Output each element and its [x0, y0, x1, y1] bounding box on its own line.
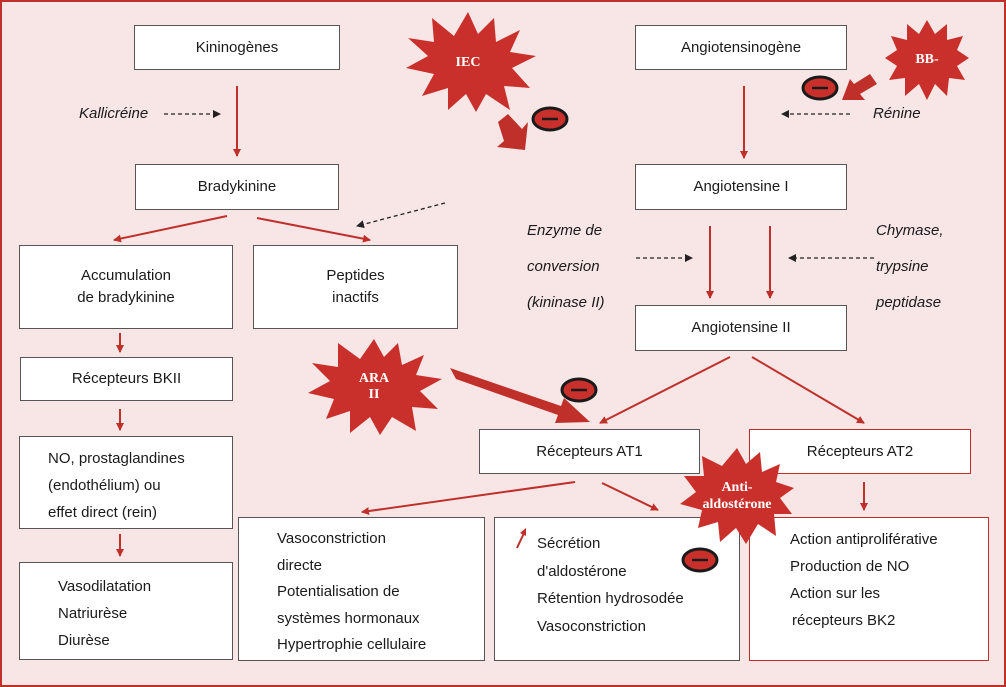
box-angiotensinogene: Angiotensinogène — [635, 25, 847, 70]
at2-effects-line-1: Action antiproliférative — [790, 531, 938, 548]
chymase-line-1: Chymase, — [876, 222, 944, 239]
kininogenes-label: Kininogènes — [195, 38, 279, 56]
burst-bb-label: BB- — [915, 52, 939, 67]
arrow-ara-inhibition — [450, 368, 590, 423]
vasodilatation-line-1: Vasodilatation — [58, 578, 152, 595]
box-vasodilatation: Vasodilatation Natriurèse Diurèse — [19, 562, 233, 660]
increase-arrow-icon — [516, 528, 526, 549]
aldosterone-line-2: d'aldostérone — [537, 562, 627, 580]
recepteurs-at2-label: Récepteurs AT2 — [806, 442, 914, 460]
aldosterone-line-1: Sécrétion — [537, 535, 601, 552]
burst-ara-line-1: ARA — [358, 371, 390, 386]
arrow-bb-inhibition — [842, 74, 877, 100]
at2-effects-line-3: Action sur les — [790, 585, 881, 602]
peptides-line-2: inactifs — [332, 289, 379, 306]
burst-ara — [308, 339, 442, 435]
label-chymase: Chymase, trypsine peptidase — [876, 213, 944, 321]
vasoconstriction-line-4: systèmes hormonaux — [277, 609, 420, 627]
box-peptides-inactifs: Peptides inactifs — [253, 245, 458, 329]
box-recepteurs-bkii: Récepteurs BKII — [20, 357, 233, 401]
arrow-bradykinine-peptides — [256, 217, 371, 243]
peptides-line-1: Peptides — [326, 267, 385, 284]
burst-antialdo-shape — [680, 448, 794, 544]
box-angiotensine-ii: Angiotensine II — [635, 305, 847, 351]
angiotensinogene-label: Angiotensinogène — [680, 38, 802, 56]
label-enzyme-conversion: Enzyme de conversion (kininase II) — [527, 213, 605, 321]
inhibition-minus-icon — [801, 75, 839, 101]
inhibition-minus-icon — [681, 547, 719, 573]
arrow-enzyme-peptides — [356, 202, 446, 229]
accumulation-line-2: de bradykinine — [77, 289, 175, 306]
box-recepteurs-at2: Récepteurs AT2 — [749, 429, 971, 474]
aldosterone-line-3: Rétention hydrosodée — [537, 590, 684, 607]
no-line-1: NO, prostaglandines — [48, 450, 185, 467]
arrow-angiotensine-ii-at1 — [599, 356, 731, 424]
enzyme-line-2: conversion — [527, 258, 600, 275]
vasoconstriction-line-1: Vasoconstriction — [277, 530, 386, 547]
arrow-iec-inhibition — [497, 114, 528, 150]
enzyme-line-3: (kininase II) — [527, 294, 605, 311]
angiotensine-ii-label: Angiotensine II — [691, 319, 791, 336]
chymase-line-2: trypsine — [876, 258, 929, 275]
burst-bb-shape — [885, 20, 969, 100]
box-angiotensine-i: Angiotensine I — [635, 164, 847, 210]
bradykinine-label: Bradykinine — [197, 178, 277, 195]
at2-effects-line-2: Production de NO — [790, 558, 910, 575]
aldosterone-line-4: Vasoconstriction — [537, 617, 646, 635]
angiotensine-i-label: Angiotensine I — [693, 178, 789, 195]
no-line-3: effet direct (rein) — [48, 504, 157, 521]
arrow-at1-vasoconstriction — [361, 481, 576, 515]
recepteurs-at1-label: Récepteurs AT1 — [536, 442, 643, 460]
burst-antialdo-line-2: aldostérone — [702, 497, 772, 512]
box-accumulation: Accumulation de bradykinine — [19, 245, 233, 329]
box-aldosterone-effects: Sécrétion d'aldostérone Rétention hydros… — [494, 517, 740, 661]
burst-ara-line-2: II — [368, 387, 380, 402]
box-recepteurs-at1: Récepteurs AT1 — [479, 429, 700, 474]
vasoconstriction-line-2: directe — [277, 556, 323, 574]
box-bradykinine: Bradykinine — [135, 164, 339, 210]
burst-ara-label: ARA II — [344, 371, 404, 403]
label-renine: Rénine — [873, 105, 921, 122]
burst-bb — [885, 20, 969, 100]
no-line-2: (endothélium) ou — [48, 477, 161, 494]
inhibition-minus-icon — [531, 106, 569, 132]
burst-antialdo-line-1: Anti- — [721, 480, 753, 495]
vasoconstriction-line-3: Potentialisation de — [277, 583, 400, 600]
box-no-prostaglandines: NO, prostaglandines (endothélium) ou eff… — [19, 436, 233, 529]
burst-antialdo-label: Anti- aldostérone — [685, 479, 789, 513]
box-vasoconstriction-effects: Vasoconstriction directe Potentialisatio… — [238, 517, 485, 661]
vasoconstriction-line-5: Hypertrophie cellulaire — [277, 636, 427, 653]
inhibition-minus-icon — [560, 377, 598, 403]
arrow-at1-aldosterone — [601, 482, 659, 511]
burst-antialdo — [680, 448, 794, 544]
box-kininogenes: Kininogènes — [134, 25, 340, 70]
box-at2-effects: Action antiproliférative Production de N… — [749, 517, 989, 661]
arrow-angiotensine-ii-at2 — [751, 356, 865, 424]
accumulation-line-1: Accumulation — [80, 267, 172, 284]
vasodilatation-line-3: Diurèse — [58, 632, 110, 649]
burst-iec-shape — [406, 12, 536, 112]
arrow-bradykinine-accumulation — [113, 215, 228, 243]
burst-iec-label: IEC — [455, 55, 481, 70]
chymase-line-3: peptidase — [876, 294, 942, 311]
vasodilatation-line-2: Natriurèse — [58, 605, 128, 622]
enzyme-line-1: Enzyme de — [527, 222, 603, 239]
burst-iec — [406, 12, 536, 112]
at2-effects-line-4: récepteurs BK2 — [792, 612, 896, 629]
recepteurs-bkii-label: Récepteurs BKII — [71, 370, 182, 387]
burst-ara-shape — [308, 339, 442, 435]
label-kallicreine: Kallicréine — [79, 105, 149, 122]
